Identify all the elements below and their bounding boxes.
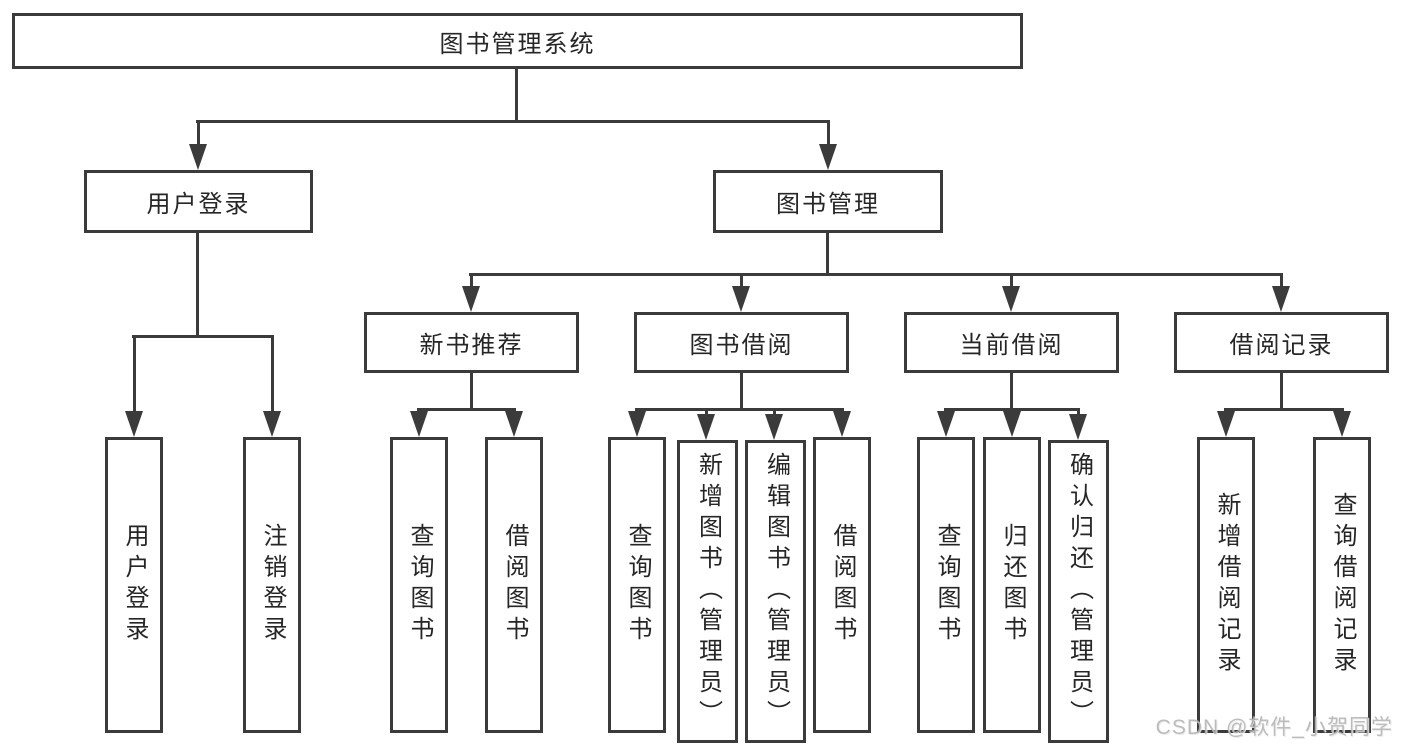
arrow-down-icon [410, 411, 428, 437]
arrow-down-icon [628, 411, 646, 437]
connector-line [469, 273, 1283, 276]
leaf-query-books-borrowing: 查询图书 [608, 437, 666, 733]
node-current-borrowing: 当前借阅 [904, 312, 1119, 373]
leaf-query-borrow-record: 查询借阅记录 [1313, 437, 1371, 733]
node-label: 借阅记录 [1229, 332, 1334, 359]
node-user-login: 用户登录 [84, 170, 313, 233]
arrow-down-icon [765, 414, 783, 440]
arrow-down-icon [462, 286, 480, 312]
node-new-book-recommendation: 新书推荐 [364, 312, 579, 373]
node-book-management: 图书管理 [713, 170, 943, 233]
node-label: 借阅图书 [501, 523, 528, 647]
leaf-edit-books-admin: 编辑图书（管理员） [745, 440, 806, 743]
node-label: 归还图书 [999, 523, 1026, 647]
node-label: 查询借阅记录 [1329, 492, 1356, 678]
connector-line [1010, 273, 1013, 292]
node-label: 查询图书 [624, 523, 651, 647]
leaf-query-books-current: 查询图书 [917, 437, 975, 733]
node-library-management-system: 图书管理系统 [12, 13, 1023, 69]
arrow-down-icon [937, 411, 955, 437]
arrow-down-icon [833, 411, 851, 437]
leaf-borrow-books-recommend: 借阅图书 [485, 437, 543, 733]
connector-line [470, 273, 473, 292]
node-label: 确认归还（管理员） [1065, 452, 1093, 731]
node-label: 借阅图书 [829, 523, 856, 647]
connector-line [1280, 273, 1283, 292]
connector-line [1010, 373, 1013, 410]
connector-line [635, 408, 844, 411]
node-book-borrowing: 图书借阅 [634, 312, 849, 373]
node-label: 编辑图书（管理员） [762, 452, 790, 731]
arrow-down-icon [1002, 286, 1020, 312]
leaf-confirm-return-admin: 确认归还（管理员） [1048, 440, 1109, 743]
connector-line [826, 233, 829, 276]
arrow-down-icon [1003, 411, 1021, 437]
connector-line [197, 120, 200, 150]
node-label: 新书推荐 [419, 332, 524, 359]
node-label: 注销登录 [259, 523, 286, 647]
arrow-down-icon [189, 144, 207, 170]
leaf-logout: 注销登录 [243, 437, 301, 733]
node-label: 查询图书 [933, 523, 960, 647]
arrow-down-icon [263, 411, 281, 437]
connector-line [1280, 373, 1283, 410]
node-label: 用户登录 [121, 523, 148, 647]
connector-line [740, 373, 743, 410]
arrow-down-icon [697, 414, 715, 440]
arrow-down-icon [1069, 414, 1087, 440]
connector-line [740, 273, 743, 292]
leaf-add-borrow-record: 新增借阅记录 [1197, 437, 1255, 733]
leaf-return-books: 归还图书 [983, 437, 1041, 733]
connector-line [417, 408, 515, 411]
node-label: 查询图书 [406, 523, 433, 647]
node-label: 图书管理系统 [439, 30, 596, 58]
connector-line [1224, 408, 1344, 411]
arrow-down-icon [732, 286, 750, 312]
node-label: 图书管理 [776, 191, 880, 218]
leaf-borrow-books-borrowing: 借阅图书 [813, 437, 871, 733]
node-borrowing-records: 借阅记录 [1174, 312, 1389, 373]
leaf-user-login: 用户登录 [105, 437, 163, 733]
connector-line [827, 120, 830, 150]
connector-line [196, 233, 199, 337]
connector-line [133, 335, 136, 417]
node-label: 新增借阅记录 [1213, 492, 1240, 678]
arrow-down-icon [1217, 411, 1235, 437]
node-label: 当前借阅 [959, 332, 1064, 359]
connector-line [515, 69, 518, 123]
connector-line [196, 120, 830, 123]
leaf-add-books-admin: 新增图书（管理员） [677, 440, 738, 743]
leaf-query-books-recommend: 查询图书 [390, 437, 448, 733]
node-label: 用户登录 [146, 191, 251, 218]
node-label: 图书借阅 [689, 332, 794, 359]
watermark: CSDN @软件_小贺同学 [1155, 716, 1393, 739]
connector-line [271, 335, 274, 417]
arrow-down-icon [1272, 286, 1290, 312]
arrow-down-icon [505, 411, 523, 437]
arrow-down-icon [125, 411, 143, 437]
node-label: 新增图书（管理员） [694, 452, 722, 731]
arrow-down-icon [1333, 411, 1351, 437]
connector-line [470, 373, 473, 410]
arrow-down-icon [819, 144, 837, 170]
connector-line [132, 335, 273, 338]
